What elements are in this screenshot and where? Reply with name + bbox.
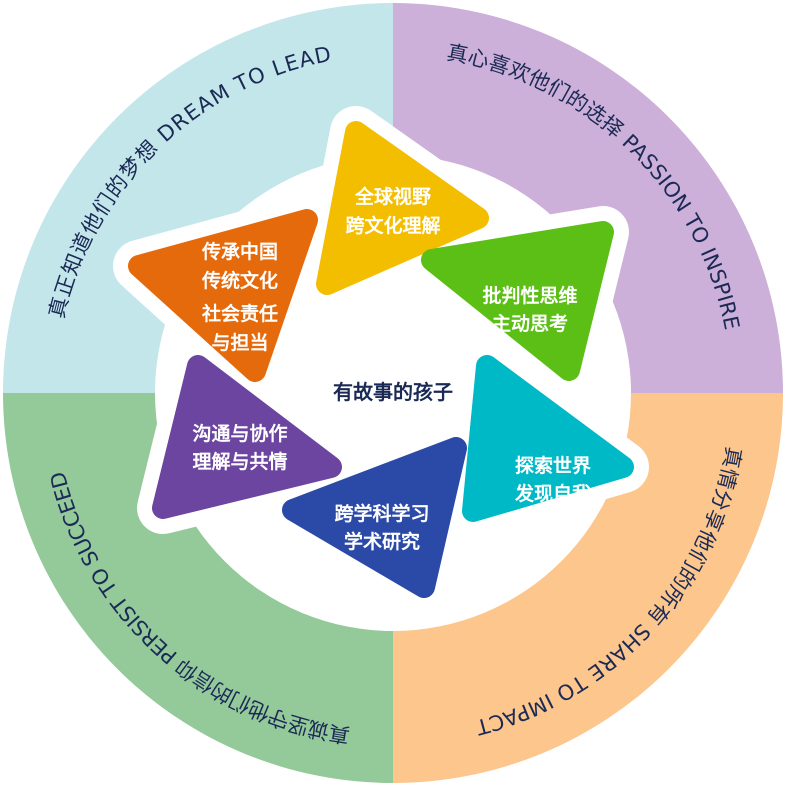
segment-critical-thinking — [421, 221, 614, 381]
inner-hub — [113, 106, 649, 631]
segment-label-chinese-culture: 与担当 — [211, 331, 268, 354]
segment-communication — [152, 355, 342, 519]
segment-label-communication: 沟通与协作 — [192, 422, 287, 445]
segment-interdisciplinary — [282, 437, 467, 598]
segment-label-chinese-culture: 传统文化 — [201, 269, 278, 292]
segment-global-vision — [316, 121, 489, 295]
segment-label-chinese-culture: 社会责任 — [201, 302, 278, 325]
segment-label-communication: 理解与共情 — [192, 450, 287, 473]
segment-label-interdisciplinary: 学术研究 — [344, 530, 420, 553]
segment-label-interdisciplinary: 跨学科学习 — [334, 502, 429, 525]
center-label: 有故事的孩子 — [333, 380, 453, 404]
segment-label-explore-world: 探索世界 — [515, 454, 591, 477]
segment-label-global-vision: 全球视野 — [354, 185, 431, 208]
segment-label-global-vision: 跨文化理解 — [345, 214, 440, 237]
segment-label-critical-thinking: 批判性思维 — [482, 284, 577, 307]
segment-label-chinese-culture: 传承中国 — [201, 240, 278, 263]
segment-explore-world — [462, 355, 634, 522]
segment-chinese-culture — [128, 209, 318, 382]
segment-label-explore-world: 发现自我 — [514, 482, 591, 505]
segment-label-critical-thinking: 主动思考 — [492, 313, 568, 335]
